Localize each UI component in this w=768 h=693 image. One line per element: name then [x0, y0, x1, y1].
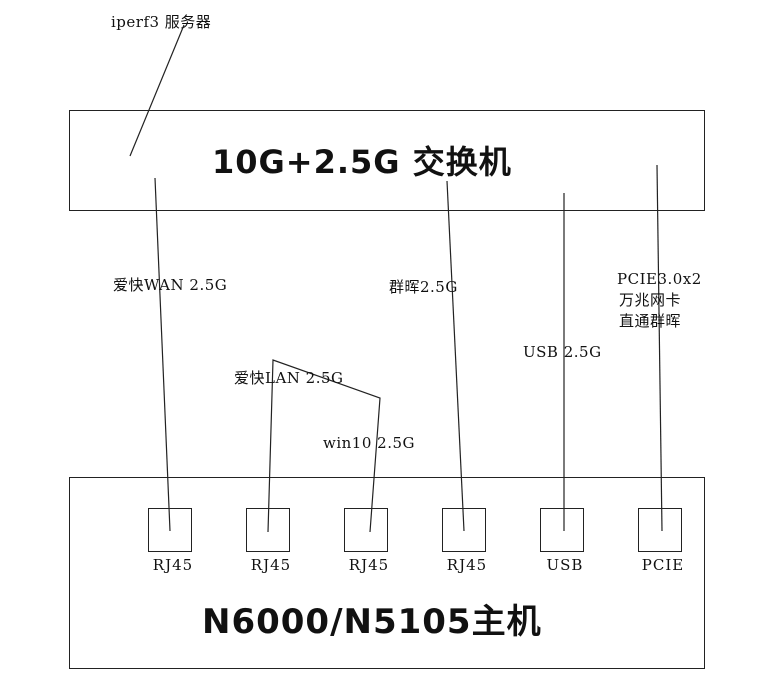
switch-title: 10G+2.5G 交换机 [212, 143, 512, 181]
link-lan-label: 爱快LAN 2.5G [234, 369, 344, 387]
server-label: iperf3 服务器 [111, 13, 212, 31]
port-pcie [638, 508, 682, 552]
port-label-rj45-3: RJ45 [348, 556, 390, 574]
link-wan-line [154, 177, 171, 532]
link-synology-line [446, 180, 465, 532]
link-pcie-label-2: 万兆网卡 [619, 291, 682, 309]
port-label-usb: USB [546, 556, 584, 574]
host-box [69, 477, 705, 669]
link-synology-label: 群晖2.5G [389, 278, 458, 296]
port-label-pcie: PCIE [641, 556, 685, 574]
link-wan-label: 爱快WAN 2.5G [113, 276, 228, 294]
port-rj45-2 [246, 508, 290, 552]
host-title: N6000/N5105主机 [202, 602, 542, 642]
server-pointer-line [129, 24, 185, 157]
port-rj45-1 [148, 508, 192, 552]
link-pcie-label-3: 直通群晖 [619, 312, 682, 330]
port-usb [540, 508, 584, 552]
link-lan-line [267, 359, 381, 533]
link-pcie-line [656, 164, 663, 532]
port-rj45-3 [344, 508, 388, 552]
switch-box [69, 110, 705, 211]
link-win10-label: win10 2.5G [323, 434, 415, 452]
port-rj45-4 [442, 508, 486, 552]
link-pcie-label-1: PCIE3.0x2 [617, 270, 702, 288]
port-label-rj45-4: RJ45 [446, 556, 488, 574]
port-label-rj45-2: RJ45 [250, 556, 292, 574]
port-label-rj45-1: RJ45 [152, 556, 194, 574]
link-usb-label: USB 2.5G [523, 343, 602, 361]
